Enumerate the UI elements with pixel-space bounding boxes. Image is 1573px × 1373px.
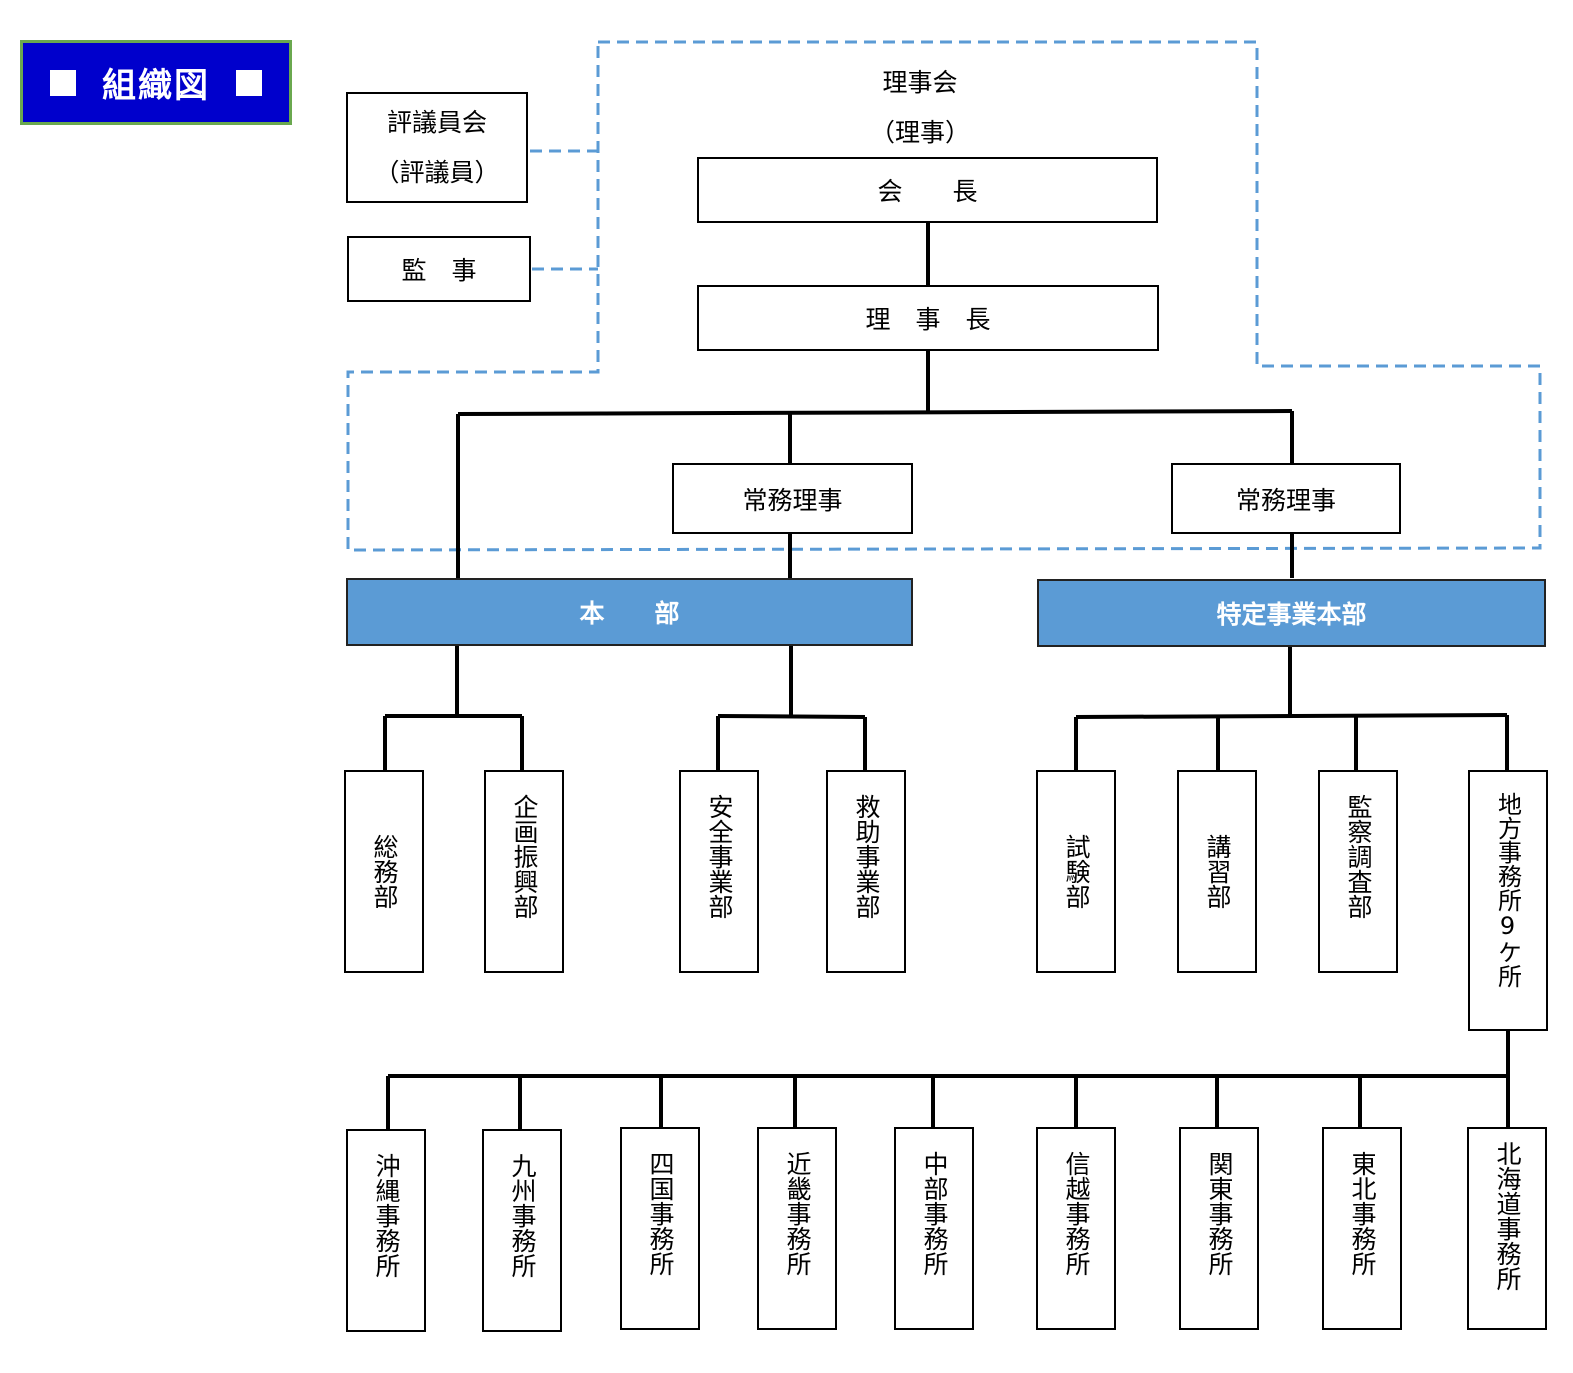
regional-office-box: 東北事務所 (1322, 1127, 1402, 1330)
department-box: 企画振興部 (484, 770, 564, 973)
square-icon (50, 69, 76, 96)
square-icon (236, 69, 262, 96)
council-subtitle: （評議員） (374, 157, 500, 187)
auditor-box: 監 事 (347, 236, 531, 302)
regional-office-box: 中部事務所 (894, 1127, 974, 1330)
page-title-text: 組織図 (102, 66, 210, 106)
president-box: 会 長 (697, 157, 1158, 223)
headquarters-box: 本 部 (346, 578, 913, 646)
regional-office-box: 北海道事務所 (1467, 1127, 1547, 1330)
regional-office-box: 近畿事務所 (757, 1127, 837, 1330)
regional-office-box: 信越事務所 (1036, 1127, 1116, 1330)
council-title: 評議員会 (386, 107, 487, 137)
regional-office-box: 九州事務所 (482, 1129, 562, 1332)
board-subtitle: （理事） (869, 118, 970, 147)
board-label: 理事会 （理事） (840, 58, 1000, 158)
department-box: 試験部 (1036, 770, 1116, 973)
executive-director-box: 常務理事 (1171, 463, 1401, 534)
regional-office-box: 四国事務所 (620, 1127, 700, 1330)
regional-office-box: 沖縄事務所 (346, 1129, 426, 1332)
board-title: 理事会 (882, 68, 958, 97)
special-business-hq-box: 特定事業本部 (1037, 579, 1546, 647)
council-box: 評議員会 （評議員） (346, 92, 528, 203)
department-box: 総務部 (344, 770, 424, 973)
board-boundary (346, 40, 1542, 552)
department-box: 安全事業部 (679, 770, 759, 973)
regional-office-box: 関東事務所 (1179, 1127, 1259, 1330)
department-box: 講習部 (1177, 770, 1257, 973)
regional-office-group-box: 地方事務所9ケ所 (1468, 770, 1548, 1031)
chairman-box: 理 事 長 (697, 285, 1159, 351)
page-title: 組織図 (20, 40, 292, 125)
department-box: 救助事業部 (826, 770, 906, 973)
executive-director-box: 常務理事 (672, 463, 913, 534)
department-box: 監察調査部 (1318, 770, 1398, 973)
